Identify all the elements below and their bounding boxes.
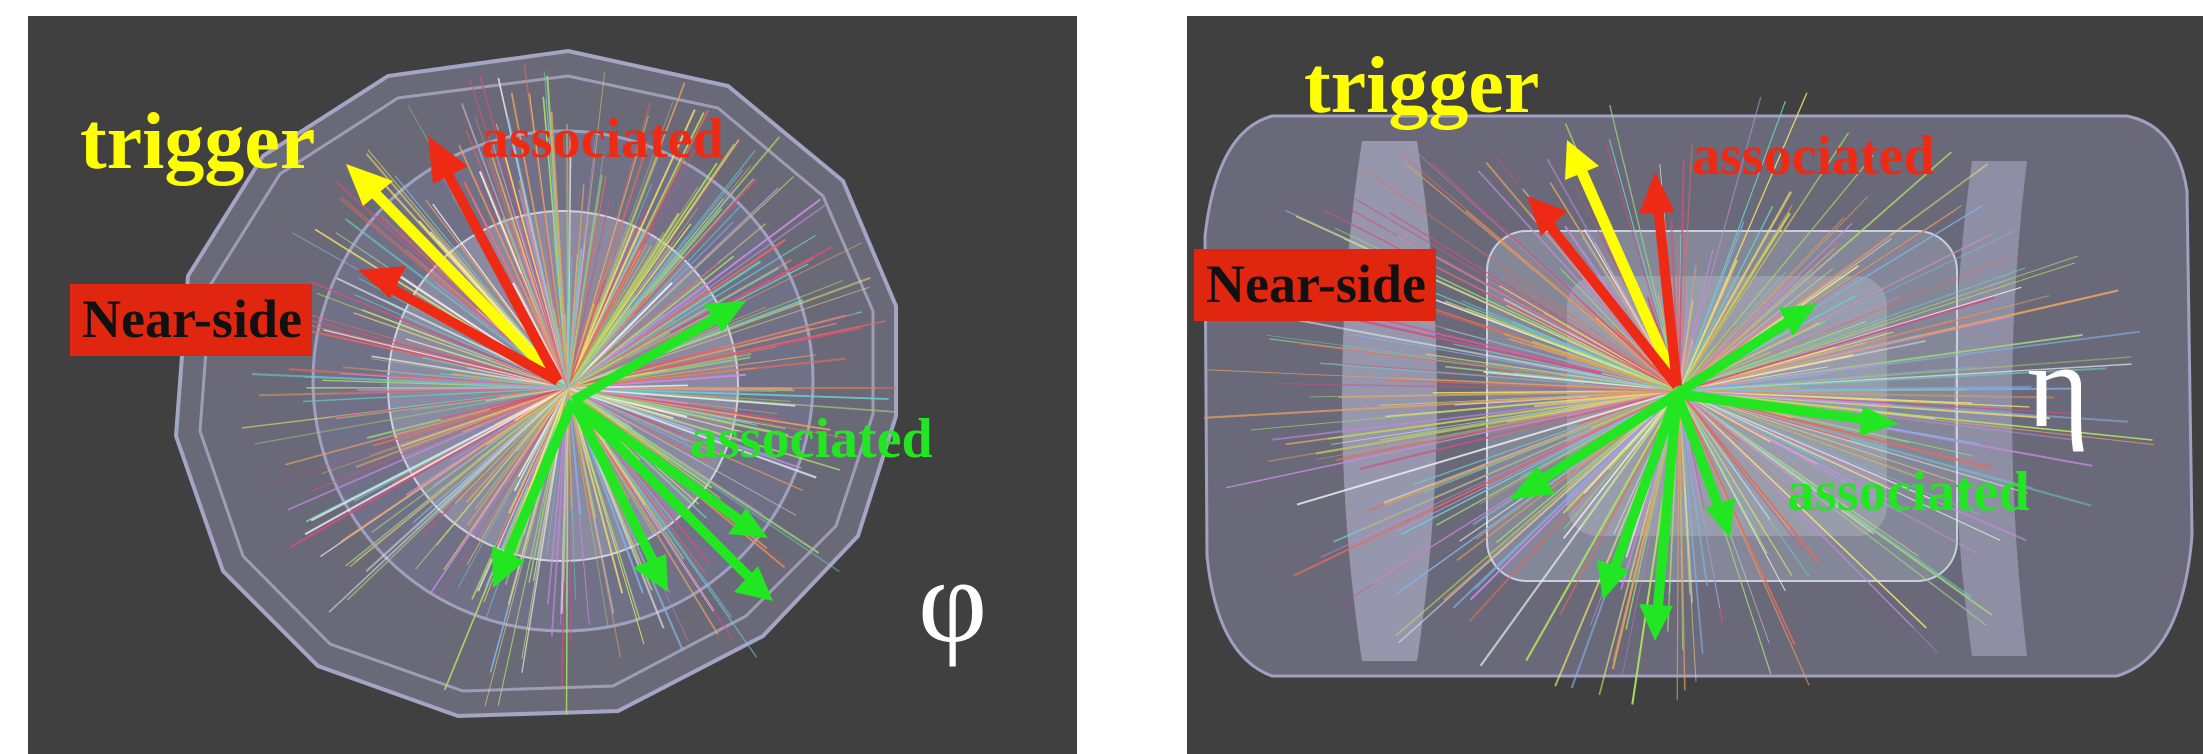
- transverse-view-panel: trigger associated Near-side associated …: [28, 16, 1077, 754]
- longitudinal-view-panel: trigger associated Near-side associated …: [1187, 16, 2203, 754]
- associated-away-label: associated: [690, 411, 933, 467]
- phi-axis-symbol: φ: [918, 541, 987, 661]
- near-side-label: Near-side: [1194, 249, 1436, 321]
- associated-away-label: associated: [1787, 464, 2030, 520]
- eta-axis-symbol: η: [2027, 326, 2090, 446]
- associated-near-label: associated: [481, 111, 724, 167]
- trigger-label: trigger: [80, 102, 315, 182]
- trigger-label: trigger: [1304, 46, 1539, 126]
- near-side-label: Near-side: [70, 284, 312, 356]
- associated-near-label: associated: [1692, 128, 1935, 184]
